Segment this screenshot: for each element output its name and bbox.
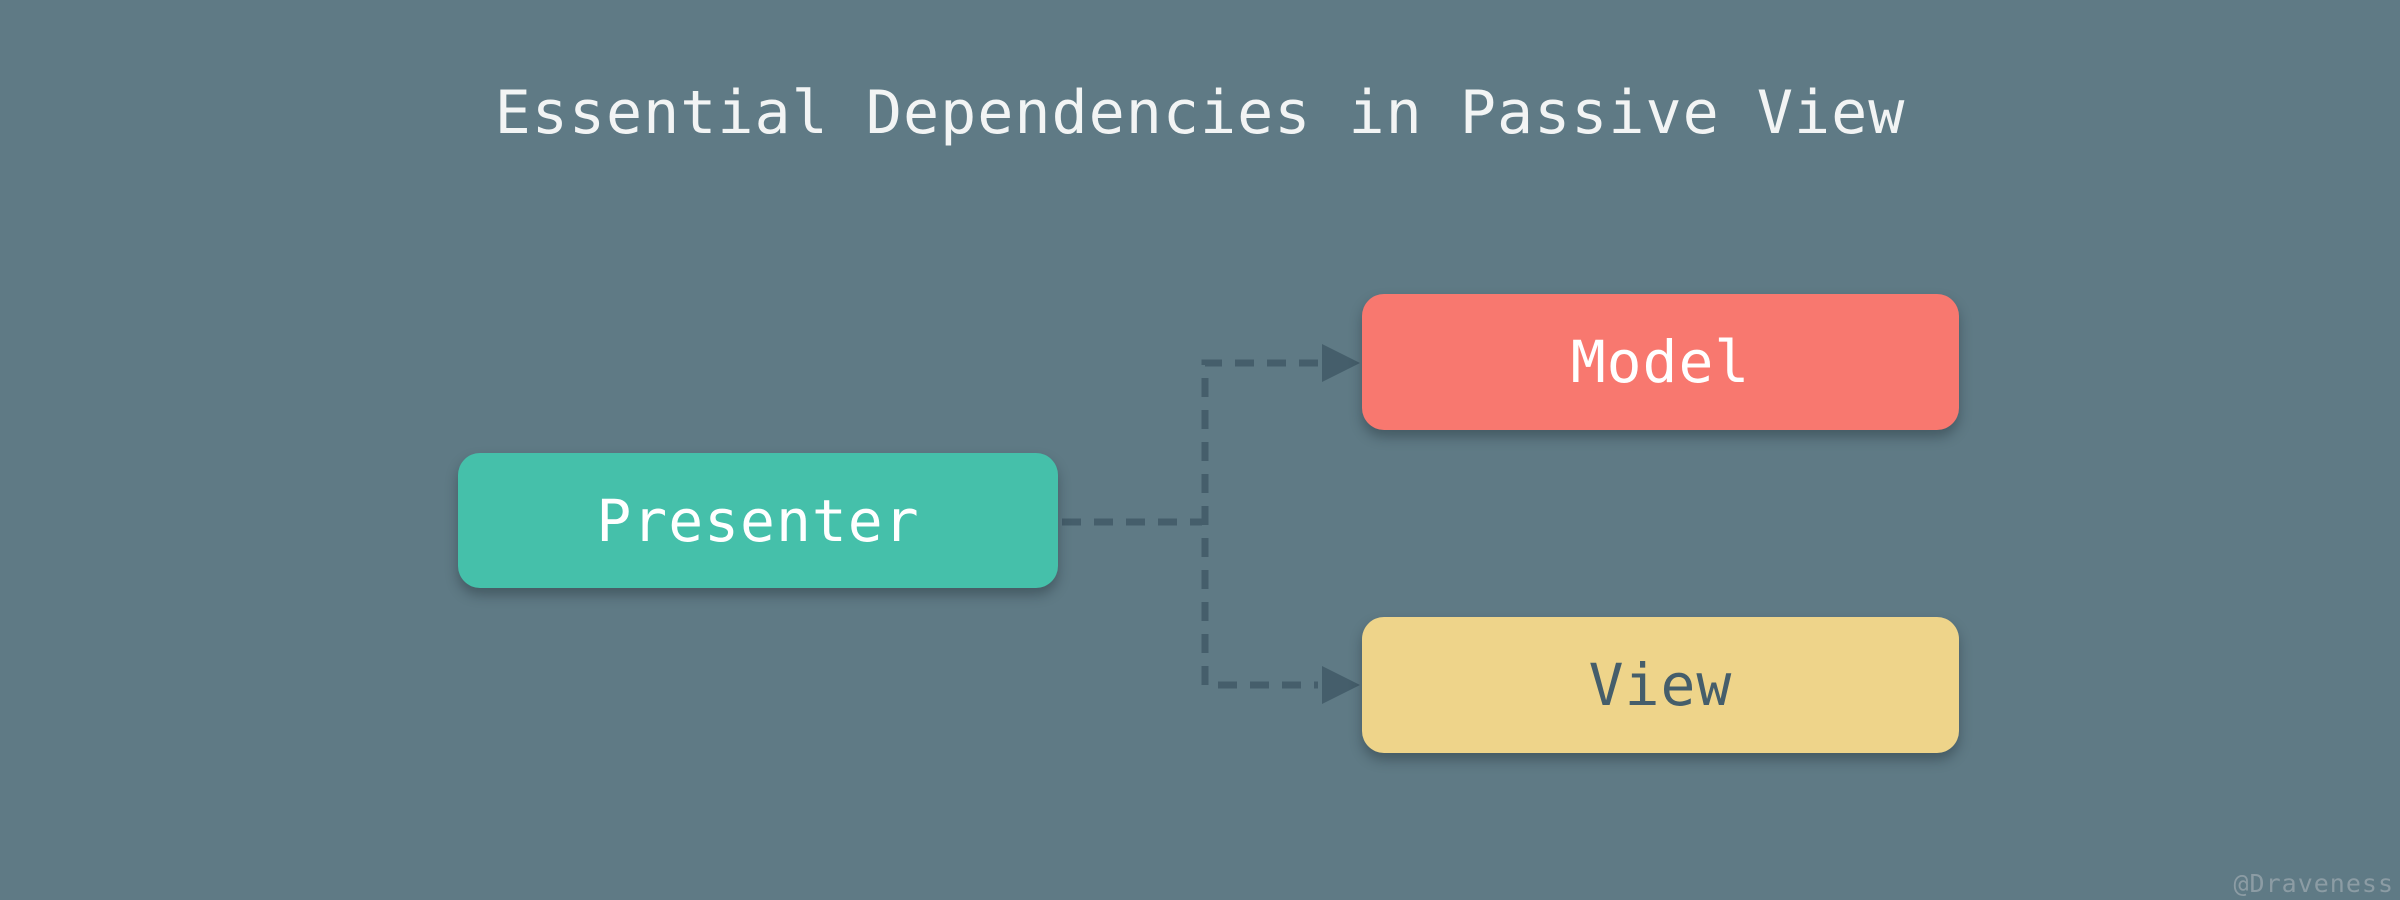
diagram-title: Essential Dependencies in Passive View <box>494 78 1906 148</box>
node-model: Model <box>1362 294 1959 430</box>
connector-branch <box>1201 359 1318 689</box>
node-presenter: Presenter <box>458 453 1058 588</box>
node-view-label: View <box>1588 651 1733 719</box>
arrowhead-to-model-icon <box>1322 344 1360 382</box>
node-view: View <box>1362 617 1959 753</box>
node-model-label: Model <box>1570 328 1751 396</box>
arrowhead-to-view-icon <box>1322 666 1360 704</box>
watermark: @Draveness <box>2233 869 2394 898</box>
node-presenter-label: Presenter <box>596 486 920 555</box>
